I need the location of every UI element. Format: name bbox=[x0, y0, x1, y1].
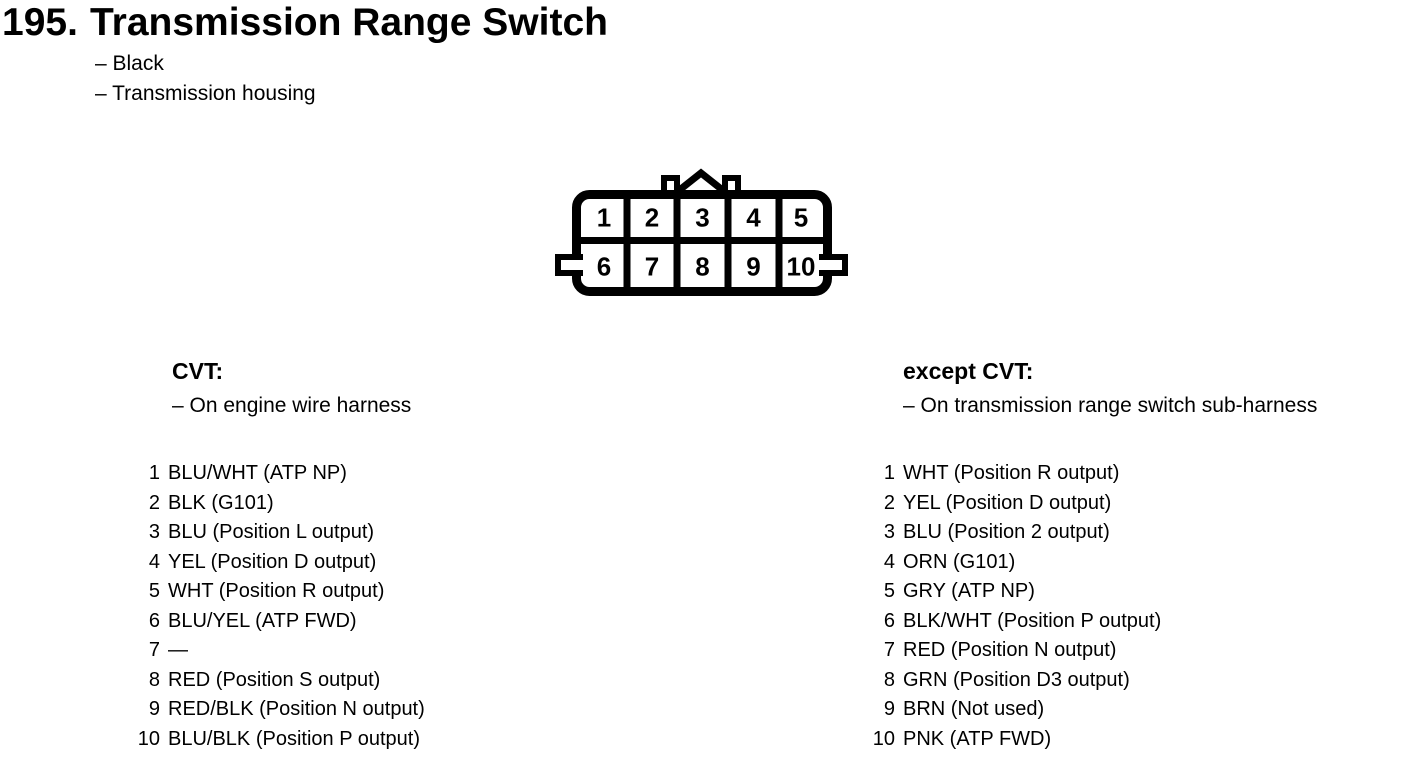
pin-number: 9 bbox=[148, 698, 160, 720]
pin-label: RED (Position N output) bbox=[903, 639, 1117, 661]
cavity-number: 1 bbox=[597, 203, 611, 233]
page-title: 195. Transmission Range Switch bbox=[2, 3, 608, 43]
pin-label: BLU/BLK (Position P output) bbox=[168, 727, 420, 750]
pin-row: 2 BLK (G101) bbox=[134, 489, 425, 519]
pin-number: 6 bbox=[148, 609, 160, 632]
note-location: – Transmission housing bbox=[95, 82, 316, 105]
pin-number: 4 bbox=[883, 550, 895, 573]
pin-row: 6 BLU/YEL (ATP FWD) bbox=[134, 607, 425, 637]
pin-label: BLU (Position L output) bbox=[168, 521, 375, 543]
pin-row: 6 BLK/WHT (Position P output) bbox=[869, 607, 1161, 637]
pin-number: 8 bbox=[148, 668, 160, 691]
section-cvt: CVT: – On engine wire harness bbox=[172, 357, 411, 420]
connector-drawing-icon: 1 2 3 4 5 6 7 8 9 10 bbox=[555, 168, 848, 296]
pin-label: WHT (Position R output) bbox=[903, 462, 1120, 484]
pinlist-except-cvt: 1 WHT (Position R output) 2 YEL (Position … bbox=[869, 459, 1162, 755]
pin-label: YEL (Position D output) bbox=[168, 550, 377, 573]
pin-number: 8 bbox=[883, 668, 895, 691]
pin-number: 2 bbox=[883, 491, 895, 514]
cavity-number: 2 bbox=[645, 203, 659, 233]
pin-label: PNK (ATP FWD) bbox=[903, 727, 1052, 750]
pin-row: 9 RED/BLK (Position N output) bbox=[134, 695, 425, 725]
pin-number: 5 bbox=[883, 580, 895, 602]
right-lock-tab bbox=[819, 254, 848, 276]
pin-row: 5 GRY (ATP NP) bbox=[869, 577, 1161, 607]
pin-row: 1 BLU/WHT (ATP NP) bbox=[134, 459, 425, 489]
section-subheading: – On engine wire harness bbox=[172, 394, 412, 417]
pin-row: 10 BLU/BLK (Position P output) bbox=[134, 725, 425, 755]
pin-label: RED (Position S output) bbox=[168, 668, 381, 691]
pin-number: 3 bbox=[883, 521, 895, 543]
cavity-number: 9 bbox=[746, 252, 760, 282]
top-key-tab bbox=[661, 175, 680, 194]
pin-row: 1 WHT (Position R output) bbox=[869, 459, 1161, 489]
section-heading: CVT: bbox=[172, 358, 224, 384]
pin-row: 9 BRN (Not used) bbox=[869, 695, 1161, 725]
cavity-number: 5 bbox=[794, 203, 808, 233]
pin-label: YEL (Position D output) bbox=[903, 491, 1112, 514]
pin-number: 6 bbox=[883, 609, 895, 632]
pin-label: WHT (Position R output) bbox=[168, 580, 385, 602]
note-color: – Black bbox=[95, 52, 164, 75]
pin-number: 4 bbox=[148, 550, 160, 573]
pin-label: GRN (Position D3 output) bbox=[903, 668, 1130, 691]
pin-number: 3 bbox=[148, 521, 160, 543]
pin-label: ORN (G101) bbox=[903, 550, 1016, 573]
pin-label: BLK (G101) bbox=[168, 491, 274, 514]
figure-number: 195. bbox=[2, 1, 78, 44]
pin-row: 4 YEL (Position D output) bbox=[134, 548, 425, 578]
pin-row: 10 PNK (ATP FWD) bbox=[869, 725, 1161, 755]
section-subheading: – On transmission range switch sub-harne… bbox=[903, 394, 1318, 417]
pin-label: BLU/WHT (ATP NP) bbox=[168, 462, 347, 484]
pin-label: BLU/YEL (ATP FWD) bbox=[168, 609, 357, 632]
pin-row: 3 BLU (Position 2 output) bbox=[869, 518, 1161, 548]
top-key-tab bbox=[722, 175, 741, 194]
pin-label: RED/BLK (Position N output) bbox=[168, 698, 425, 720]
pin-row: 7 RED (Position N output) bbox=[869, 636, 1161, 666]
pin-number: 7 bbox=[148, 639, 160, 661]
pin-row: 3 BLU (Position L output) bbox=[134, 518, 425, 548]
pinlist-cvt: 1 BLU/WHT (ATP NP) 2 BLK (G101) 3 BLU (Posi… bbox=[134, 459, 425, 754]
pin-number: 1 bbox=[148, 462, 160, 484]
pin-row: 4 ORN (G101) bbox=[869, 548, 1161, 578]
pin-row: 8 GRN (Position D3 output) bbox=[869, 666, 1161, 696]
connector-notes: – Black – Transmission housing bbox=[95, 49, 316, 109]
pin-number: 9 bbox=[883, 698, 895, 720]
pin-label: BRN (Not used) bbox=[903, 698, 1045, 720]
pin-row: 8 RED (Position S output) bbox=[134, 666, 425, 696]
section-heading: except CVT: bbox=[903, 358, 1034, 384]
pin-label: — bbox=[168, 639, 188, 661]
cavity-number: 6 bbox=[597, 252, 611, 282]
pin-number: 5 bbox=[148, 580, 160, 602]
cavity-number: 7 bbox=[645, 252, 659, 282]
left-lock-tab bbox=[555, 254, 583, 276]
pin-row: 7— bbox=[134, 636, 425, 666]
pin-row: 2 YEL (Position D output) bbox=[869, 489, 1161, 519]
cavity-number: 10 bbox=[787, 252, 816, 282]
connector-diagram: 1 2 3 4 5 6 7 8 9 10 bbox=[550, 165, 852, 302]
cavity-number: 4 bbox=[746, 203, 761, 233]
cavity-number: 3 bbox=[695, 203, 709, 233]
section-except-cvt: except CVT: – On transmission range swit… bbox=[903, 357, 1317, 420]
pin-number: 7 bbox=[883, 639, 895, 661]
key-chevron bbox=[674, 168, 728, 195]
pin-label: GRY (ATP NP) bbox=[903, 580, 1035, 602]
cavity-number: 8 bbox=[695, 252, 709, 282]
pin-number: 1 bbox=[883, 462, 895, 484]
pin-number: 10 bbox=[137, 727, 160, 750]
pin-row: 5 WHT (Position R output) bbox=[134, 577, 425, 607]
pin-number: 2 bbox=[148, 491, 160, 514]
figure-title: Transmission Range Switch bbox=[90, 1, 608, 44]
pin-label: BLK/WHT (Position P output) bbox=[903, 609, 1162, 632]
pin-label: BLU (Position 2 output) bbox=[903, 521, 1110, 543]
pin-number: 10 bbox=[872, 727, 895, 750]
